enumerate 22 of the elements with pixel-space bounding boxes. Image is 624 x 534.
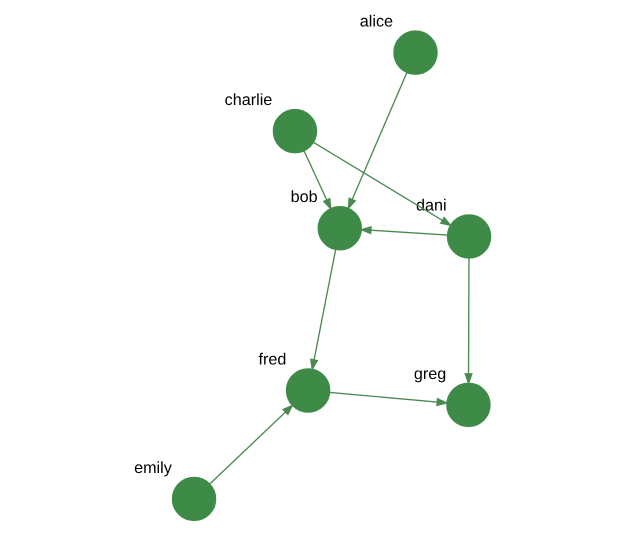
arrow [359,226,448,236]
node-circle [172,476,216,522]
node-circle [446,382,491,428]
node-label: alice [360,12,394,30]
node-circle [272,108,318,154]
node-label: charlie [224,91,272,110]
node-label: fred [258,350,286,368]
arrow [330,392,449,406]
node-label: emily [134,458,172,477]
node-circle [393,30,438,75]
node-label: greg [414,364,446,383]
node-label: bob [290,188,318,206]
arrow [313,142,452,226]
arrow [310,249,336,372]
arrow [464,258,473,386]
node-label: dani [416,196,447,214]
node-circle [446,214,492,259]
node-circle [286,368,330,413]
arrow [348,72,408,210]
arrow [209,404,294,484]
node-circle [318,206,362,250]
arrow [303,150,332,210]
